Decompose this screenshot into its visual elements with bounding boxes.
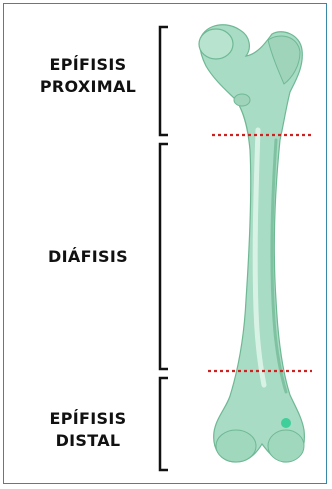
label-proximal-line1: EPÍFISIS xyxy=(22,54,154,76)
femur-shaft xyxy=(200,25,304,462)
label-distal-epiphysis: EPÍFISIS DISTAL xyxy=(22,408,154,452)
bracket-distal xyxy=(160,378,168,470)
femur-bone-icon xyxy=(199,25,304,462)
lateral-condyle xyxy=(268,430,304,462)
label-distal-line2: DISTAL xyxy=(22,430,154,452)
label-proximal-epiphysis: EPÍFISIS PROXIMAL xyxy=(22,54,154,98)
femur-head xyxy=(199,29,233,59)
label-distal-line1: EPÍFISIS xyxy=(22,408,154,430)
bracket-diaphysis xyxy=(160,144,168,369)
bracket-proximal xyxy=(160,27,168,135)
epicondyle-marker xyxy=(281,418,291,428)
label-diaphysis-text: DIÁFISIS xyxy=(22,246,154,268)
medial-condyle xyxy=(216,430,256,462)
lesser-trochanter xyxy=(234,94,250,106)
label-proximal-line2: PROXIMAL xyxy=(22,76,154,98)
label-diaphysis: DIÁFISIS xyxy=(22,246,154,268)
